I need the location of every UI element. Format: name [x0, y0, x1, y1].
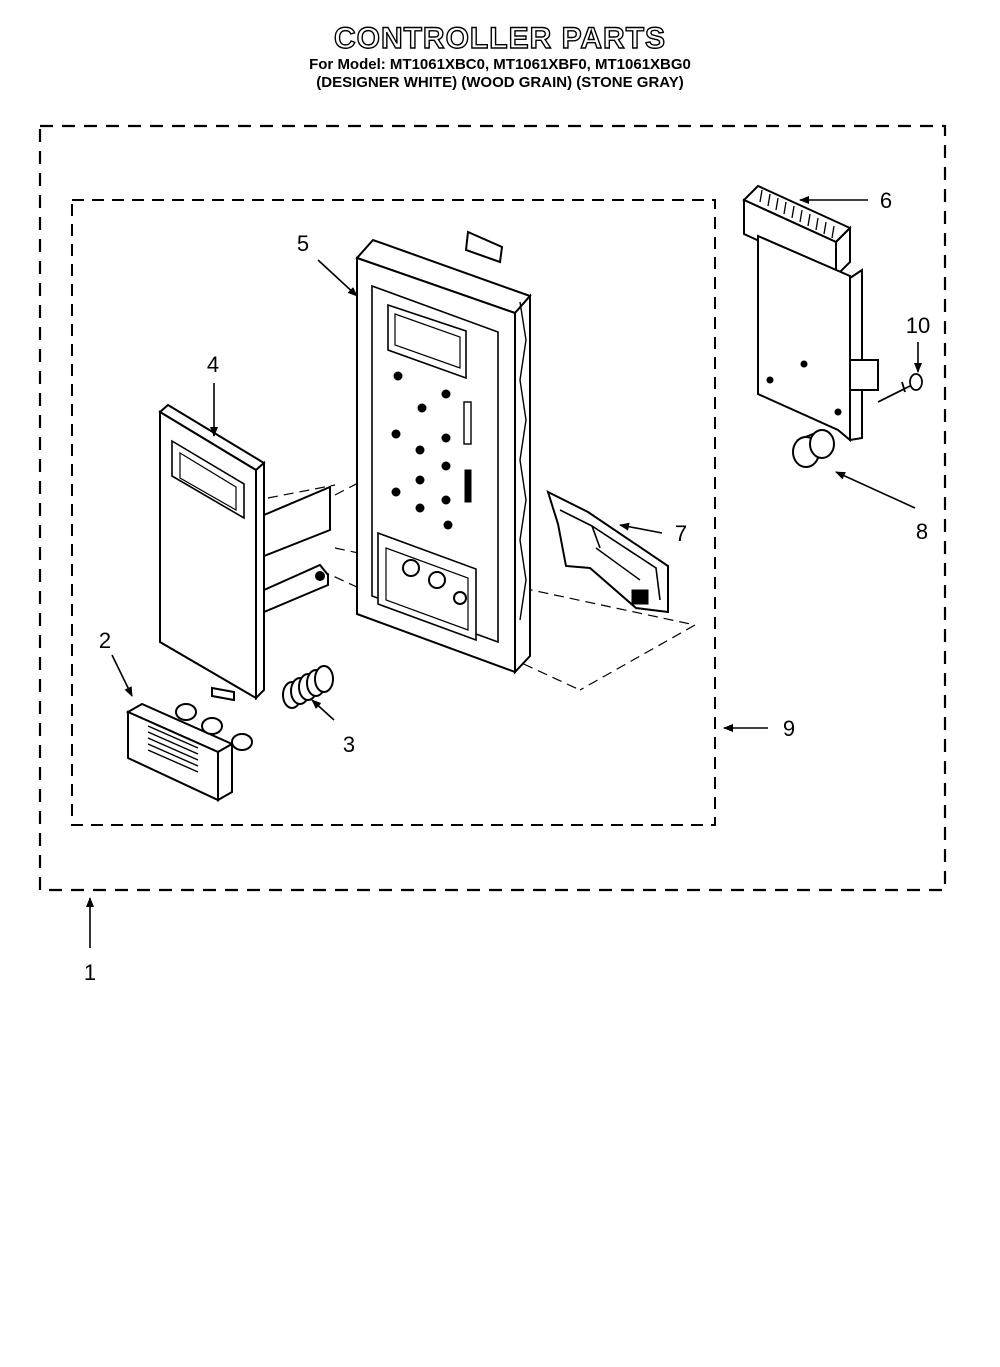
callout-10: 10 [906, 313, 930, 338]
knob-cap-part [792, 429, 835, 468]
callout-8: 8 [916, 519, 928, 544]
callout-2: 2 [99, 628, 111, 653]
callout-3: 3 [343, 732, 355, 757]
touch-panel-part [158, 403, 331, 702]
callout-6: 6 [880, 188, 892, 213]
callout-5: 5 [297, 231, 309, 256]
control-panel-frame-part [355, 230, 532, 675]
spring-part [282, 665, 334, 709]
outer-assembly-boundary [38, 124, 947, 892]
diagram-title: CONTROLLER PARTS [333, 21, 667, 55]
callout-4: 4 [207, 352, 219, 377]
leader-arrows [86, 196, 922, 948]
callout-7: 7 [675, 521, 687, 546]
models-line: For Model: MT1061XBC0, MT1061XBF0, MT106… [309, 56, 691, 73]
latch-bracket-part [546, 490, 669, 614]
colors-line: (DESIGNER WHITE) (WOOD GRAIN) (STONE GRA… [316, 74, 684, 91]
title-block: CONTROLLER PARTS For Model: MT1061XBC0, … [0, 21, 1000, 92]
callout-9: 9 [783, 716, 795, 741]
frame-button-holes [391, 371, 453, 530]
inner-assembly-boundary [71, 199, 716, 826]
push-button-part [125, 702, 253, 802]
callout-1: 1 [84, 960, 96, 985]
screw-part [877, 373, 923, 403]
circuit-board-part [742, 184, 879, 443]
